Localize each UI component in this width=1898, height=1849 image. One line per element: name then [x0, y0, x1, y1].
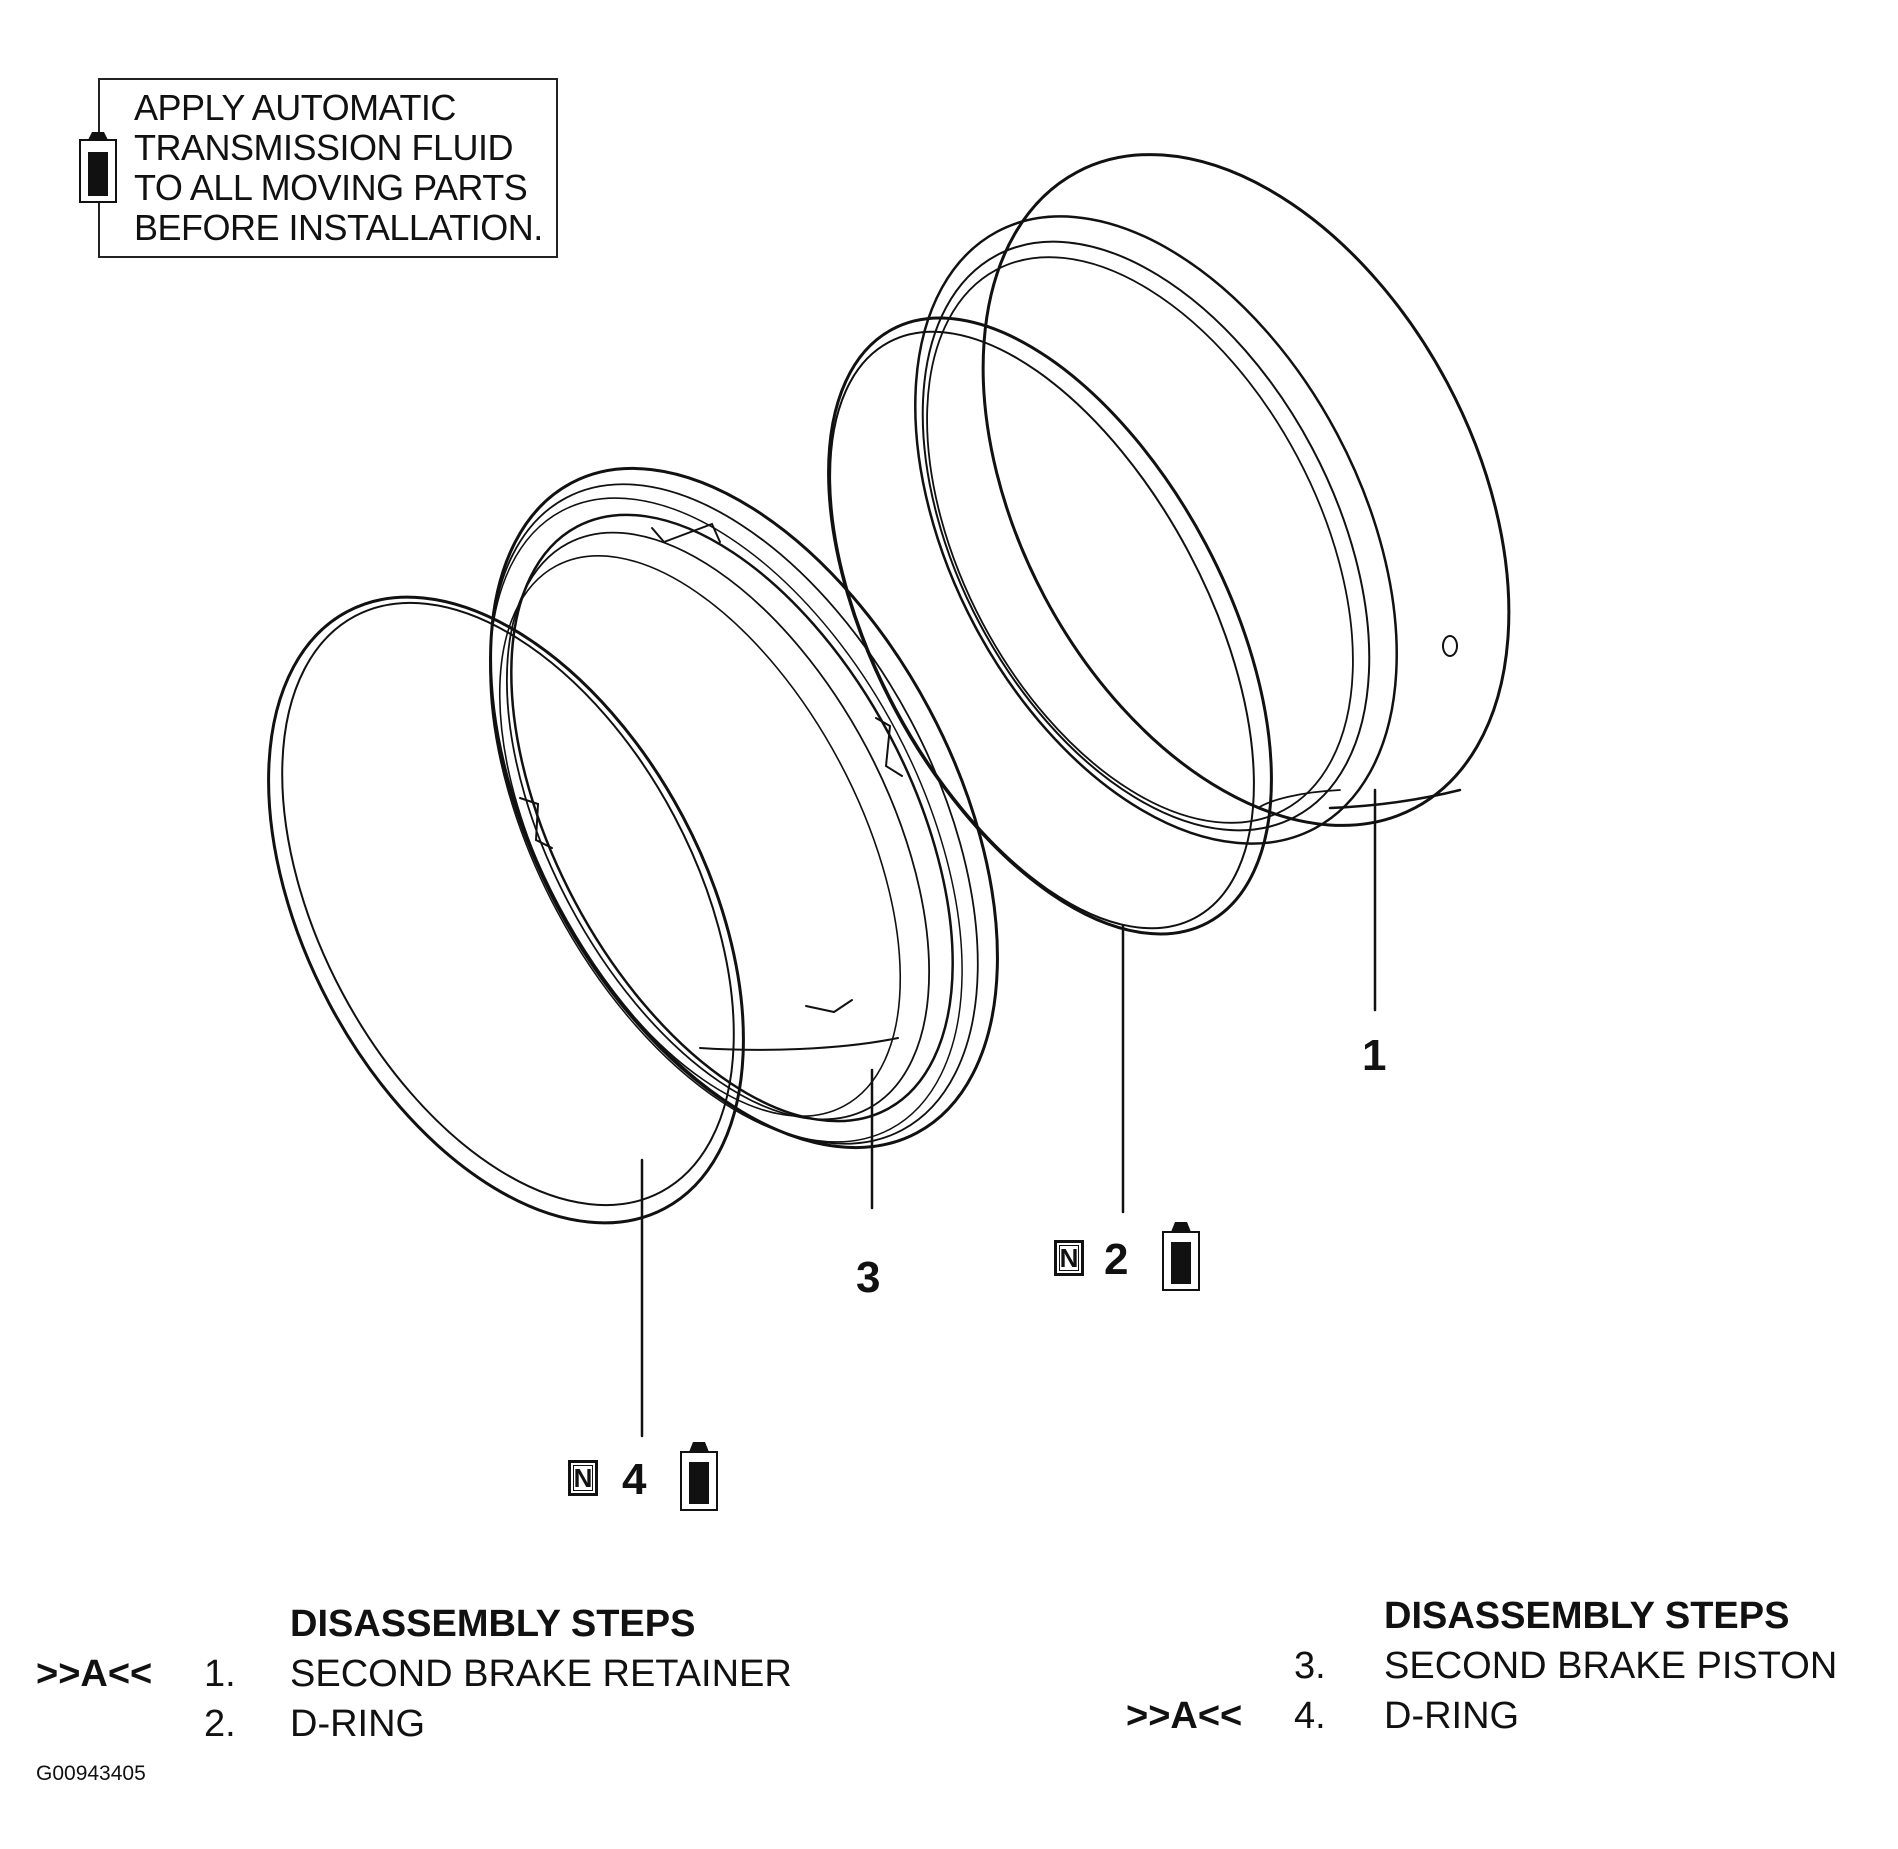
callout-part-1: 1	[1362, 1031, 1387, 1080]
step-label: SECOND BRAKE PISTON	[1384, 1645, 1838, 1687]
step-number: 3.	[1294, 1645, 1326, 1687]
note-line: TRANSMISSION FLUID	[134, 127, 514, 168]
step-label: D-RING	[1384, 1695, 1520, 1737]
new-part-mark-icon: N	[1054, 1240, 1084, 1276]
step-label: SECOND BRAKE RETAINER	[290, 1653, 792, 1695]
note-box: APPLY AUTOMATIC TRANSMISSION FLUID TO AL…	[79, 78, 558, 258]
step-number: 2.	[204, 1703, 236, 1745]
callout-part-2: 2	[1104, 1235, 1129, 1284]
steps-left-title: DISASSEMBLY STEPS	[290, 1603, 696, 1645]
transmission-fluid-bottle-icon	[79, 132, 117, 203]
second-brake-piston-drawing	[489, 466, 999, 1210]
callout-part-4: 4	[622, 1455, 647, 1504]
step-mark: >>A<<	[1126, 1695, 1243, 1737]
transmission-fluid-bottle-icon	[1162, 1222, 1200, 1291]
figure-id: G00943405	[36, 1762, 146, 1785]
new-part-mark-icon: N	[568, 1460, 598, 1496]
steps-right-title: DISASSEMBLY STEPS	[1384, 1595, 1790, 1637]
step-mark: >>A<<	[36, 1653, 153, 1695]
step-number: 4.	[1294, 1695, 1326, 1737]
d-ring-large-drawing	[827, 316, 1273, 1214]
callout-part-3: 3	[856, 1253, 881, 1302]
note-line: APPLY AUTOMATIC	[134, 87, 456, 128]
step-label: D-RING	[290, 1703, 426, 1745]
note-line: BEFORE INSTALLATION.	[134, 207, 543, 248]
second-brake-retainer-drawing	[914, 153, 1511, 1012]
note-line: TO ALL MOVING PARTS	[134, 167, 528, 208]
note-text: APPLY AUTOMATIC TRANSMISSION FLUID TO AL…	[134, 88, 543, 248]
d-ring-small-drawing	[267, 595, 745, 1438]
transmission-fluid-bottle-icon	[680, 1442, 718, 1511]
step-number: 1.	[204, 1653, 236, 1695]
